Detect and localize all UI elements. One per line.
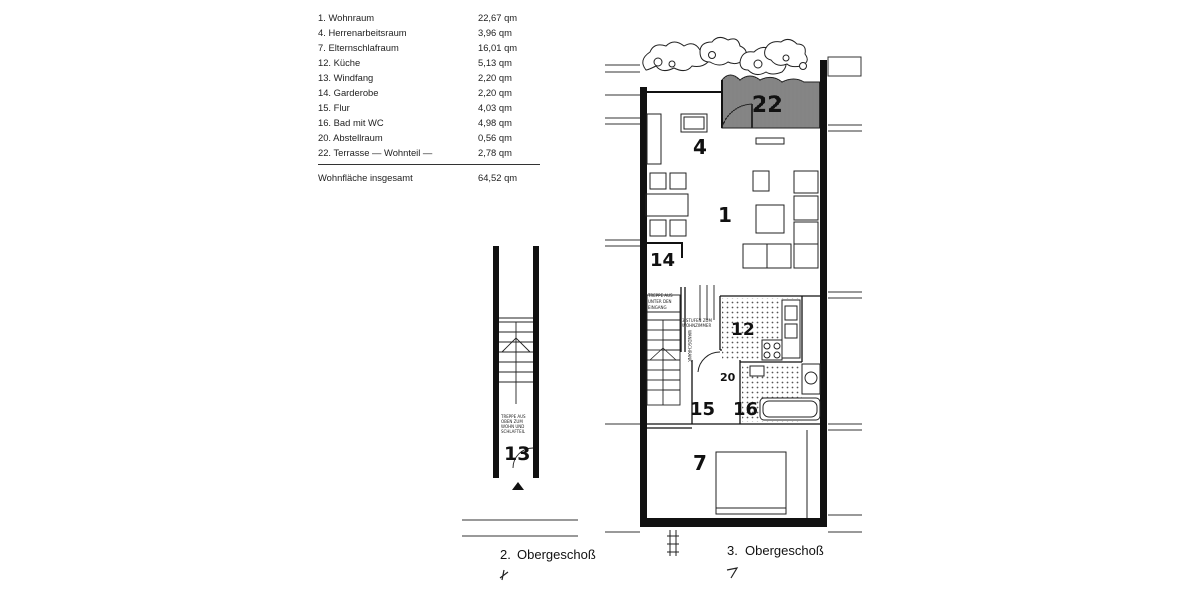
- legend-room-name: 12. Küche: [318, 57, 361, 68]
- room-legend: 1. Wohnraum 22,67 qm 4. Herrenarbeitsraum…: [318, 10, 540, 185]
- legend-total-row: Wohnfläche insgesamt 64,52 qm: [318, 170, 540, 185]
- legend-room-name: 7. Elternschlafraum: [318, 42, 399, 53]
- legend-room-area: 2,20 qm: [478, 72, 512, 83]
- floor-label-right-number: 3.: [727, 543, 738, 558]
- legend-room-area: 4,98 qm: [478, 117, 512, 128]
- legend-room-name: 20. Abstellraum: [318, 132, 383, 143]
- legend-row: 12. Küche 5,13 qm: [318, 55, 540, 70]
- legend-room-name: 16. Bad mit WC: [318, 117, 384, 128]
- legend-room-name: 14. Garderobe: [318, 87, 379, 98]
- legend-row: 20. Abstellraum 0,56 qm: [318, 130, 540, 145]
- legend-row: 13. Windfang 2,20 qm: [318, 70, 540, 85]
- lower-stair-note-line-4: SCHLAFTEIL: [501, 429, 526, 434]
- legend-room-name: 4. Herrenarbeitsraum: [318, 27, 407, 38]
- stair-note-line-3: EINGANG: [648, 305, 667, 310]
- interior-walls: [647, 287, 820, 429]
- lower-stair-note-line-3: WOHN UND: [501, 424, 524, 429]
- floor-label-right: Obergeschoß: [745, 543, 824, 558]
- garderobe-wall: [647, 242, 683, 258]
- handwritten-mark-left: [499, 569, 509, 581]
- entrance-marks: [667, 530, 679, 556]
- room-number-7: 7: [693, 451, 707, 475]
- stair-vertical-note: WANDSCHRANK: [687, 330, 692, 362]
- room-number-12: 12: [731, 320, 755, 340]
- legend-room-area: 3,96 qm: [478, 27, 512, 38]
- room-1-furniture: [645, 170, 819, 269]
- legend-room-area: 2,20 qm: [478, 87, 512, 98]
- bedroom-furniture: [715, 430, 808, 518]
- legend-room-name: 1. Wohnraum: [318, 12, 375, 23]
- terrace-hatched-area: [721, 74, 821, 129]
- kitchen-fixtures: [761, 299, 801, 361]
- room-number-20: 20: [720, 371, 736, 384]
- legend-divider: [318, 164, 540, 165]
- legend-row: 22. Terrasse — Wohnteil — 2,78 qm: [318, 145, 540, 160]
- legend-row: 1. Wohnraum 22,67 qm: [318, 10, 540, 25]
- legend-row: 14. Garderobe 2,20 qm: [318, 85, 540, 100]
- staircase-unit: [646, 285, 715, 406]
- exterior-walls: [640, 60, 827, 527]
- legend-room-name: 22. Terrasse — Wohnteil —: [318, 147, 433, 158]
- legend-total-label: Wohnfläche insgesamt: [318, 172, 413, 183]
- lower-floor-stair-shaft: [493, 246, 539, 490]
- legend-room-name: 15. Flur: [318, 102, 350, 113]
- room-number-22: 22: [752, 93, 783, 118]
- tree-canopy: [642, 36, 808, 76]
- handwritten-mark-right: [726, 567, 739, 579]
- legend-row: 4. Herrenarbeitsraum 3,96 qm: [318, 25, 540, 40]
- stair-note-line-1: TREPPE AUS: [647, 293, 673, 298]
- terrace-door-swing: [721, 103, 753, 129]
- room-number-1: 1: [718, 203, 732, 227]
- legend-room-area: 2,78 qm: [478, 147, 512, 158]
- lower-ground-lines: [462, 519, 862, 537]
- legend-room-area: 22,67 qm: [478, 12, 518, 23]
- room-4-furniture: [646, 113, 785, 165]
- room-number-13: 13: [504, 443, 530, 465]
- room-number-14: 14: [650, 250, 675, 271]
- legend-room-area: 16,01 qm: [478, 42, 518, 53]
- legend-room-area: 5,13 qm: [478, 57, 512, 68]
- legend-row: 7. Elternschlafraum 16,01 qm: [318, 40, 540, 55]
- hall-door-swing: [697, 351, 721, 373]
- floor-label-left: Obergeschoß: [517, 547, 596, 562]
- lower-stair-note-line-1: TREPPE AUS: [500, 414, 526, 419]
- legend-room-area: 0,56 qm: [478, 132, 512, 143]
- room-number-16: 16: [733, 399, 758, 420]
- room-number-4: 4: [693, 135, 707, 159]
- legend-room-name: 13. Windfang: [318, 72, 374, 83]
- legend-row: 16. Bad mit WC 4,98 qm: [318, 115, 540, 130]
- steps-note-line-1: 3 STUFEN ZUM: [682, 318, 712, 323]
- bath-fixtures: [749, 363, 821, 421]
- legend-row: 15. Flur 4,03 qm: [318, 100, 540, 115]
- legend-room-area: 4,03 qm: [478, 102, 512, 113]
- steps-note-line-2: WOHNZIMMER: [682, 323, 711, 328]
- stair-note-line-2: UNTER DEN: [648, 299, 672, 304]
- floor-label-left-number: 2.: [500, 547, 511, 562]
- neighbour-outline-left: [605, 64, 640, 425]
- lower-stair-note-line-2: OBEN ZUM: [501, 419, 523, 424]
- legend-total-area: 64,52 qm: [478, 172, 518, 183]
- neighbour-outline-right: [827, 56, 862, 516]
- room-number-15: 15: [690, 399, 715, 420]
